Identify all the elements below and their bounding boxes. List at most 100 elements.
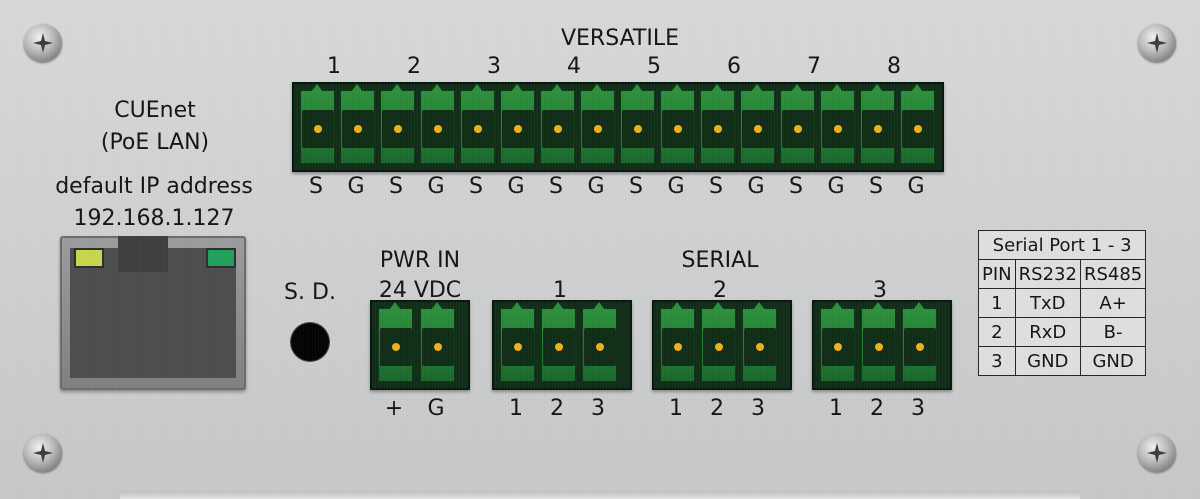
table-row: 1 TxD A+	[978, 288, 1147, 318]
terminal-slot[interactable]	[742, 302, 777, 382]
terminal-pin-icon	[391, 343, 400, 351]
terminal-slot[interactable]	[380, 84, 415, 164]
terminal-slot[interactable]	[660, 302, 695, 382]
terminal-slot[interactable]	[580, 84, 615, 164]
terminal-slot[interactable]	[860, 84, 895, 164]
table-cell: GND	[1014, 346, 1081, 376]
terminal-slot[interactable]	[820, 84, 855, 164]
terminal-pin-icon	[595, 343, 604, 351]
terminal-slot[interactable]	[300, 84, 335, 164]
power-label-line2: 24 VDC	[378, 278, 462, 303]
serial-table-title: Serial Port 1 - 3	[977, 230, 1147, 260]
terminal-slot[interactable]	[900, 84, 935, 164]
terminal-slot[interactable]	[460, 84, 495, 164]
lan-label-line2: (PoE LAN)	[100, 130, 210, 155]
pin-label: +	[384, 396, 404, 421]
pin-label: 1	[327, 54, 341, 79]
terminal-slot[interactable]	[902, 302, 937, 382]
terminal-pin-icon	[553, 125, 562, 133]
pin-label: 2	[407, 54, 421, 79]
terminal-pin-icon	[554, 343, 563, 351]
terminal-slot[interactable]	[820, 302, 855, 382]
table-cell: RxD	[1014, 317, 1081, 347]
pin-label: S	[789, 174, 803, 199]
pin-label: G	[347, 174, 365, 199]
serial-port-table: Serial Port 1 - 3 PIN RS232 RS485 1 TxD …	[977, 230, 1147, 376]
pin-label: G	[747, 174, 765, 199]
terminal-pin-icon	[313, 125, 322, 133]
pin-label: G	[587, 174, 605, 199]
terminal-pin-icon	[593, 125, 602, 133]
ethernet-port[interactable]	[60, 236, 246, 390]
pin-label: 2	[713, 278, 727, 303]
terminal-slot[interactable]	[582, 302, 617, 382]
terminal-pin-icon	[473, 125, 482, 133]
pin-label: S	[389, 174, 403, 199]
terminal-slot[interactable]	[541, 302, 576, 382]
pin-label: G	[427, 396, 445, 421]
pin-label: 5	[647, 54, 661, 79]
pin-label: 3	[873, 278, 887, 303]
pin-label: G	[667, 174, 685, 199]
table-cell: GND	[1079, 346, 1147, 376]
terminal-slot[interactable]	[740, 84, 775, 164]
terminal-slot[interactable]	[700, 84, 735, 164]
terminal-pin-icon	[713, 125, 722, 133]
terminal-slot[interactable]	[540, 84, 575, 164]
terminal-slot[interactable]	[660, 84, 695, 164]
table-row: 3 GND GND	[978, 346, 1147, 376]
pin-label: 1	[553, 278, 567, 303]
pin-label: 1	[829, 396, 843, 421]
versatile-title: VERSATILE	[560, 26, 680, 51]
terminal-pin-icon	[874, 343, 883, 351]
pin-label: G	[507, 174, 525, 199]
terminal-slot[interactable]	[780, 84, 815, 164]
table-cell: A+	[1079, 288, 1147, 318]
terminal-slot[interactable]	[620, 84, 655, 164]
screw-icon	[24, 24, 62, 62]
pin-label: 1	[509, 396, 523, 421]
versatile-terminal-block	[292, 82, 944, 172]
terminal-pin-icon	[913, 125, 922, 133]
pin-label: 1	[669, 396, 683, 421]
pin-label: 3	[751, 396, 765, 421]
terminal-slot[interactable]	[378, 302, 413, 382]
pin-label: G	[827, 174, 845, 199]
terminal-pin-icon	[755, 343, 764, 351]
sd-button[interactable]	[291, 323, 329, 361]
terminal-slot[interactable]	[861, 302, 896, 382]
terminal-slot[interactable]	[701, 302, 736, 382]
pin-label: 2	[870, 396, 884, 421]
pin-label: 8	[887, 54, 901, 79]
pin-label: 3	[911, 396, 925, 421]
table-cell: B-	[1079, 317, 1147, 347]
terminal-pin-icon	[714, 343, 723, 351]
screw-icon	[1138, 434, 1176, 472]
pin-label: S	[469, 174, 483, 199]
serial-table-header: PIN	[978, 259, 1016, 289]
link-led-icon	[74, 248, 104, 268]
terminal-pin-icon	[793, 125, 802, 133]
terminal-pin-icon	[433, 343, 442, 351]
terminal-slot[interactable]	[500, 302, 535, 382]
terminal-slot[interactable]	[420, 302, 455, 382]
terminal-pin-icon	[353, 125, 362, 133]
power-terminal-block	[370, 300, 470, 390]
terminal-slot[interactable]	[340, 84, 375, 164]
serial-terminal-block	[812, 300, 952, 390]
terminal-slot[interactable]	[500, 84, 535, 164]
terminal-slot[interactable]	[420, 84, 455, 164]
pin-label: 2	[710, 396, 724, 421]
panel-bottom-edge	[120, 491, 1080, 499]
serial-table-header: RS232	[1014, 259, 1081, 289]
ip-address-label: default IP address	[55, 174, 253, 199]
terminal-pin-icon	[673, 343, 682, 351]
terminal-pin-icon	[673, 125, 682, 133]
lan-label-line1: CUEnet	[114, 98, 196, 123]
table-cell: 1	[978, 288, 1016, 318]
pin-label: S	[709, 174, 723, 199]
terminal-pin-icon	[513, 125, 522, 133]
terminal-pin-icon	[833, 125, 842, 133]
sd-label: S. D.	[284, 280, 336, 305]
terminal-pin-icon	[833, 343, 842, 351]
